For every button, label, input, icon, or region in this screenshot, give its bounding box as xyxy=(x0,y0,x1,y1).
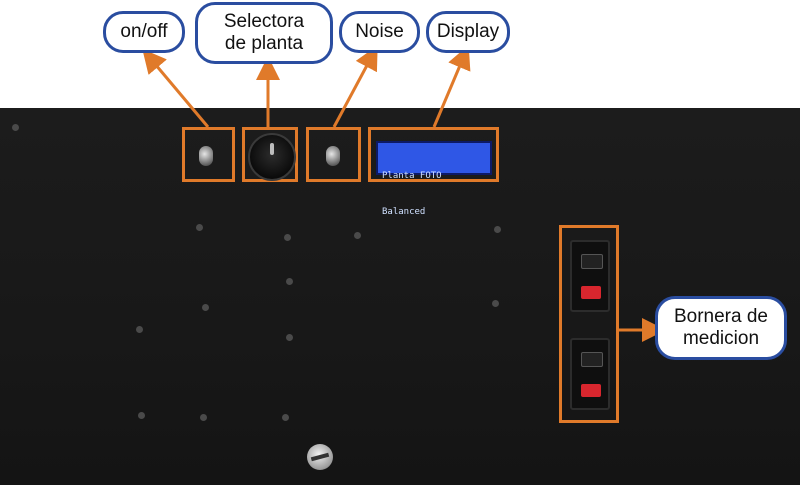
mounting-hole xyxy=(12,124,19,131)
mounting-hole xyxy=(354,232,361,239)
mounting-hole xyxy=(202,304,209,311)
panel-screw xyxy=(307,444,333,470)
terminal-clip-black xyxy=(581,254,603,269)
onoff-label: on/off xyxy=(120,21,168,42)
noise-callout: Noise xyxy=(339,11,420,53)
screw-slot xyxy=(310,452,330,462)
onoff-toggle-switch[interactable] xyxy=(199,146,213,166)
measurement-terminal-bottom[interactable] xyxy=(570,338,610,410)
noise-label: Noise xyxy=(355,21,404,42)
display-callout: Display xyxy=(426,11,510,53)
terminal-clip-black xyxy=(581,352,603,367)
onoff-callout: on/off xyxy=(103,11,185,53)
bornera-label: Bornera de medicion xyxy=(673,306,768,349)
lcd-line-1: Planta FOTO xyxy=(382,171,442,181)
measurement-terminal-top[interactable] xyxy=(570,240,610,312)
mounting-hole xyxy=(492,300,499,307)
mounting-hole xyxy=(286,278,293,285)
lcd-display: Planta FOTO Balanced xyxy=(376,141,492,217)
mounting-hole xyxy=(136,326,143,333)
mounting-hole xyxy=(196,224,203,231)
noise-toggle-switch[interactable] xyxy=(326,146,340,166)
display-label: Display xyxy=(436,21,500,42)
terminal-clip-red xyxy=(581,384,601,397)
terminal-clip-red xyxy=(581,286,601,299)
noise-highlight-box xyxy=(306,127,361,182)
mounting-hole xyxy=(200,414,207,421)
bornera-callout: Bornera de medicion xyxy=(655,296,787,360)
display-highlight-box xyxy=(368,127,499,182)
lcd-line-2: Balanced xyxy=(382,207,426,217)
bornera-highlight-box xyxy=(559,225,619,423)
plant-selector-knob[interactable] xyxy=(248,133,296,181)
onoff-highlight-box xyxy=(182,127,235,182)
selector-callout: Selectora de planta xyxy=(195,2,333,64)
mounting-hole xyxy=(494,226,501,233)
mounting-hole xyxy=(138,412,145,419)
selector-label: Selectora de planta xyxy=(223,11,305,54)
mounting-hole xyxy=(286,334,293,341)
mounting-hole xyxy=(284,234,291,241)
knob-indicator xyxy=(270,143,274,155)
mounting-hole xyxy=(282,414,289,421)
